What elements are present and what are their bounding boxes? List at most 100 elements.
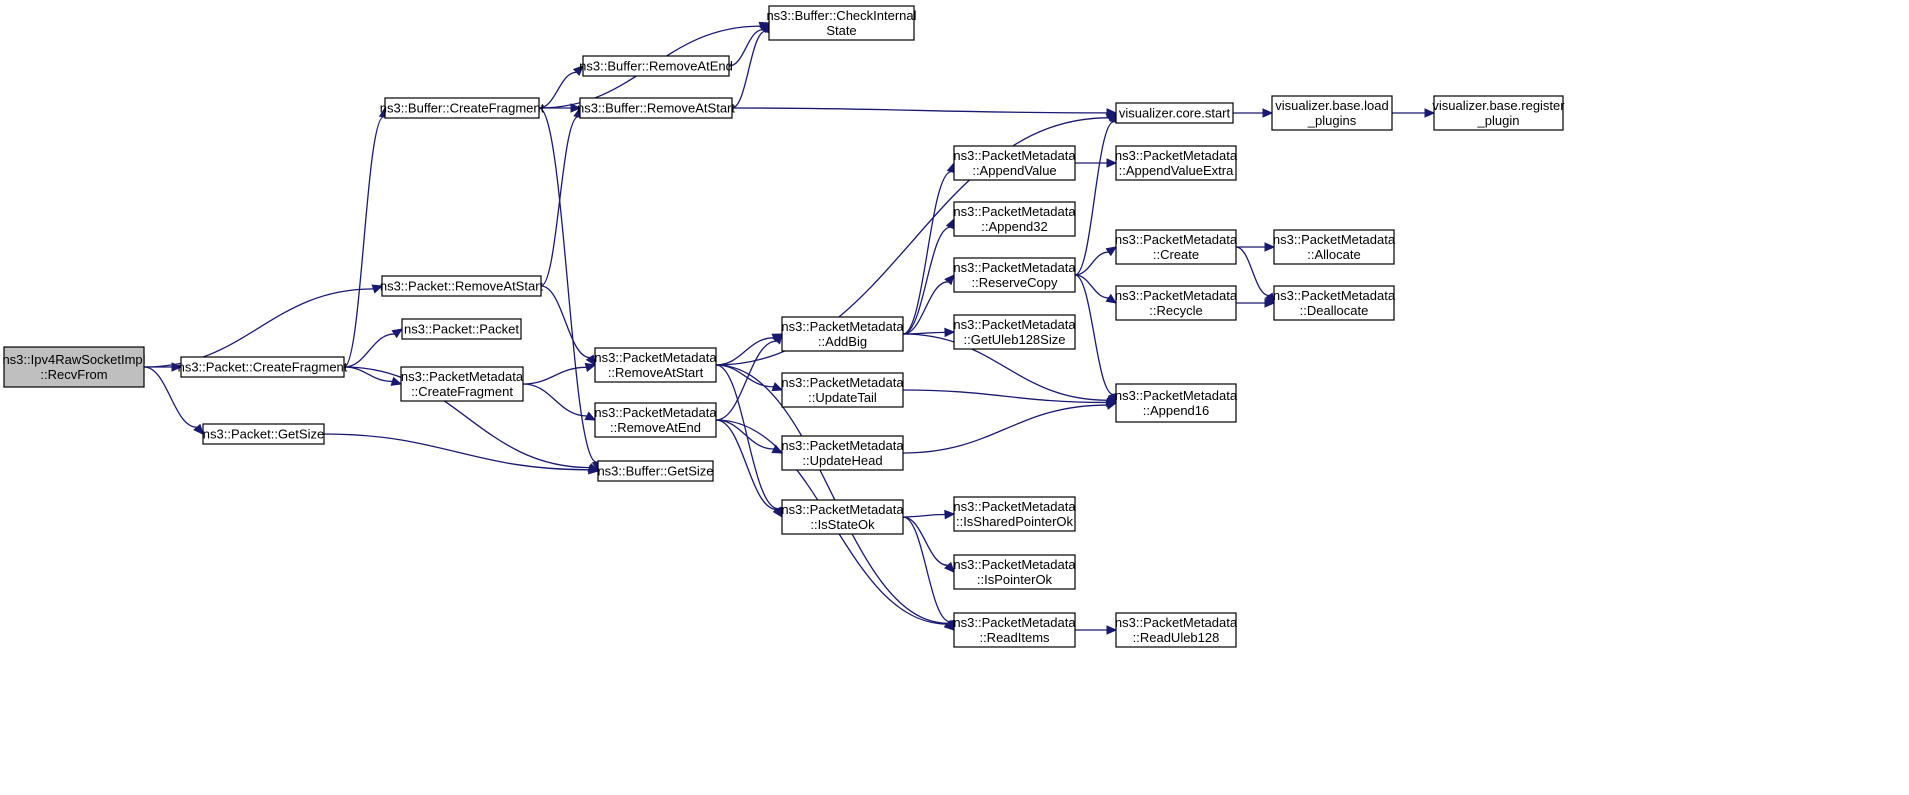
node-label-line: ns3::PacketMetadata bbox=[953, 317, 1076, 332]
node-pkt_createfragment[interactable]: ns3::Packet::CreateFragment bbox=[178, 356, 348, 378]
node-pm_recycle[interactable]: ns3::PacketMetadata::Recycle bbox=[1115, 285, 1238, 321]
edge-pm_removeatend-to-pm_addbig bbox=[715, 340, 777, 421]
edge-buf_createfragment-to-buf_removeatend bbox=[538, 71, 577, 109]
node-box bbox=[180, 356, 345, 378]
node-label-line: visualizer.core.start bbox=[1119, 106, 1231, 121]
arrowhead-pm_create-to-pm_deallocate bbox=[1264, 292, 1275, 305]
edge-pkt_createfragment-to-buf_getsize bbox=[343, 366, 590, 469]
node-box bbox=[401, 318, 522, 340]
arrowhead-pm_removeatend-to-pm_isstateok bbox=[772, 506, 783, 519]
edge-pm_create-to-pm_deallocate bbox=[1235, 246, 1270, 297]
arrowhead-vis_base_load-to-vis_base_register bbox=[1424, 108, 1436, 118]
node-box bbox=[384, 97, 540, 119]
arrowhead-pkt_createfragment-to-pkt_packet bbox=[391, 328, 404, 339]
node-label-line: ns3::PacketMetadata bbox=[781, 502, 904, 517]
arrowhead-pm_create-to-pm_allocate bbox=[1264, 242, 1276, 252]
node-box bbox=[597, 460, 714, 482]
node-label-line: ::UpdateHead bbox=[802, 453, 882, 468]
node-pm_deallocate[interactable]: ns3::PacketMetadata::Deallocate bbox=[1273, 285, 1396, 321]
node-pm_addbig[interactable]: ns3::PacketMetadata::AddBig bbox=[781, 316, 904, 352]
node-pm_createfragment[interactable]: ns3::PacketMetadata::CreateFragment bbox=[400, 366, 524, 402]
arrowhead-pm_reservecopy-to-pm_create bbox=[1105, 246, 1118, 257]
node-pm_ispointerok[interactable]: ns3::PacketMetadata::IsPointerOk bbox=[953, 554, 1076, 590]
node-pm_issharedpointerok[interactable]: ns3::PacketMetadata::IsSharedPointerOk bbox=[953, 496, 1076, 532]
node-label-line: ::RemoveAtEnd bbox=[610, 420, 701, 435]
node-box bbox=[781, 435, 904, 471]
edge-pm_removeatend-to-pm_updatehead bbox=[715, 419, 774, 450]
edge-pm_isstateok-to-pm_ispointerok bbox=[902, 516, 948, 567]
node-label-line: ns3::PacketMetadata bbox=[1115, 615, 1238, 630]
node-label-line: ::AppendValue bbox=[972, 163, 1056, 178]
node-label-line: ns3::Packet::GetSize bbox=[203, 427, 324, 442]
edge-pm_addbig-to-pm_append32 bbox=[902, 226, 951, 335]
edge-pm_updatetail-to-pm_append16 bbox=[902, 389, 1108, 404]
node-pm_readuleb128[interactable]: ns3::PacketMetadata::ReadUleb128 bbox=[1115, 612, 1238, 648]
node-pm_appendvalueextra[interactable]: ns3::PacketMetadata::AppendValueExtra bbox=[1115, 145, 1238, 181]
node-box bbox=[953, 145, 1076, 181]
node-box bbox=[400, 366, 524, 402]
node-pm_create[interactable]: ns3::PacketMetadata::Create bbox=[1115, 229, 1238, 265]
node-label-line: ::ReserveCopy bbox=[972, 275, 1058, 290]
arrowhead-pm_removeatstart-to-pm_updatetail bbox=[771, 382, 784, 392]
node-recvfrom[interactable]: ns3::Ipv4RawSocketImpl::RecvFrom bbox=[2, 346, 146, 388]
node-label-line: ns3::Buffer::CheckInternal bbox=[766, 8, 916, 23]
node-label-line: ::Allocate bbox=[1307, 247, 1360, 262]
node-box bbox=[781, 372, 904, 408]
node-pm_append16[interactable]: ns3::PacketMetadata::Append16 bbox=[1115, 383, 1238, 423]
edge-pkt_createfragment-to-pkt_packet bbox=[343, 333, 395, 368]
node-pm_removeatend[interactable]: ns3::PacketMetadata::RemoveAtEnd bbox=[594, 402, 717, 438]
node-buf_removeatend[interactable]: ns3::Buffer::RemoveAtEnd bbox=[579, 55, 733, 77]
node-vis_base_load[interactable]: visualizer.base.load_plugins bbox=[1271, 95, 1393, 131]
node-buf_getsize[interactable]: ns3::Buffer::GetSize bbox=[597, 460, 714, 482]
node-pkt_removeatstart[interactable]: ns3::Packet::RemoveAtStart bbox=[380, 275, 544, 297]
arrowhead-pm_readitems-to-pm_readuleb128 bbox=[1106, 625, 1118, 635]
node-label-line: ns3::PacketMetadata bbox=[953, 557, 1076, 572]
node-label-line: ::Create bbox=[1153, 247, 1199, 262]
node-label-line: ns3::PacketMetadata bbox=[953, 499, 1076, 514]
node-label-line: ns3::PacketMetadata bbox=[781, 375, 904, 390]
edge-pm_createfragment-to-pm_removeatend bbox=[522, 383, 587, 417]
node-label-line: ns3::PacketMetadata bbox=[401, 369, 524, 384]
edge-pm_reservecopy-to-pm_create bbox=[1074, 251, 1109, 276]
node-label-line: ::AddBig bbox=[818, 334, 867, 349]
arrowhead-pkt_removeatstart-to-pm_removeatstart bbox=[585, 354, 596, 367]
node-label-line: ::GetUleb128Size bbox=[964, 332, 1066, 347]
node-pm_updatetail[interactable]: ns3::PacketMetadata::UpdateTail bbox=[781, 372, 904, 408]
node-pm_updatehead[interactable]: ns3::PacketMetadata::UpdateHead bbox=[781, 435, 904, 471]
node-label-line: _plugins bbox=[1307, 113, 1357, 128]
edge-pm_isstateok-to-pm_issharedpointerok bbox=[902, 513, 946, 518]
arrowhead-pm_recycle-to-pm_deallocate bbox=[1264, 298, 1276, 308]
node-label-line: ::Append32 bbox=[981, 219, 1048, 234]
node-pm_reservecopy[interactable]: ns3::PacketMetadata::ReserveCopy bbox=[953, 257, 1076, 293]
node-pm_isstateok[interactable]: ns3::PacketMetadata::IsStateOk bbox=[781, 499, 904, 535]
node-label-line: ns3::PacketMetadata bbox=[1273, 232, 1396, 247]
node-box bbox=[1115, 145, 1237, 181]
node-label-line: State bbox=[826, 23, 856, 38]
node-box bbox=[1115, 612, 1237, 648]
node-box bbox=[1273, 285, 1395, 321]
node-pm_removeatstart[interactable]: ns3::PacketMetadata::RemoveAtStart bbox=[594, 347, 717, 383]
node-pm_readitems[interactable]: ns3::PacketMetadata::ReadItems bbox=[953, 612, 1076, 648]
node-buf_createfragment[interactable]: ns3::Buffer::CreateFragment bbox=[380, 97, 545, 119]
node-pkt_getsize[interactable]: ns3::Packet::GetSize bbox=[202, 423, 325, 445]
edge-pm_removeatstart-to-pm_addbig bbox=[715, 337, 774, 366]
node-label-line: ns3::PacketMetadata bbox=[781, 438, 904, 453]
node-pm_allocate[interactable]: ns3::PacketMetadata::Allocate bbox=[1273, 229, 1396, 265]
arrowhead-recvfrom-to-pkt_getsize bbox=[193, 423, 204, 435]
node-label-line: ::RecvFrom bbox=[40, 367, 107, 382]
node-vis_core_start[interactable]: visualizer.core.start bbox=[1115, 102, 1234, 124]
node-box bbox=[953, 201, 1076, 237]
node-label-line: ns3::Packet::RemoveAtStart bbox=[380, 279, 544, 294]
node-box bbox=[781, 316, 904, 352]
node-buf_removeatstart[interactable]: ns3::Buffer::RemoveAtStart bbox=[577, 97, 735, 119]
node-pkt_packet[interactable]: ns3::Packet::Packet bbox=[401, 318, 522, 340]
node-label-line: ::ReadUleb128 bbox=[1133, 630, 1220, 645]
node-vis_base_register[interactable]: visualizer.base.register_plugin bbox=[1432, 95, 1565, 131]
node-pm_appendvalue[interactable]: ns3::PacketMetadata::AppendValue bbox=[953, 145, 1076, 181]
node-pm_append32[interactable]: ns3::PacketMetadata::Append32 bbox=[953, 201, 1076, 237]
node-pm_getuleb128size[interactable]: ns3::PacketMetadata::GetUleb128Size bbox=[953, 314, 1076, 350]
node-label-line: ::IsPointerOk bbox=[977, 572, 1053, 587]
